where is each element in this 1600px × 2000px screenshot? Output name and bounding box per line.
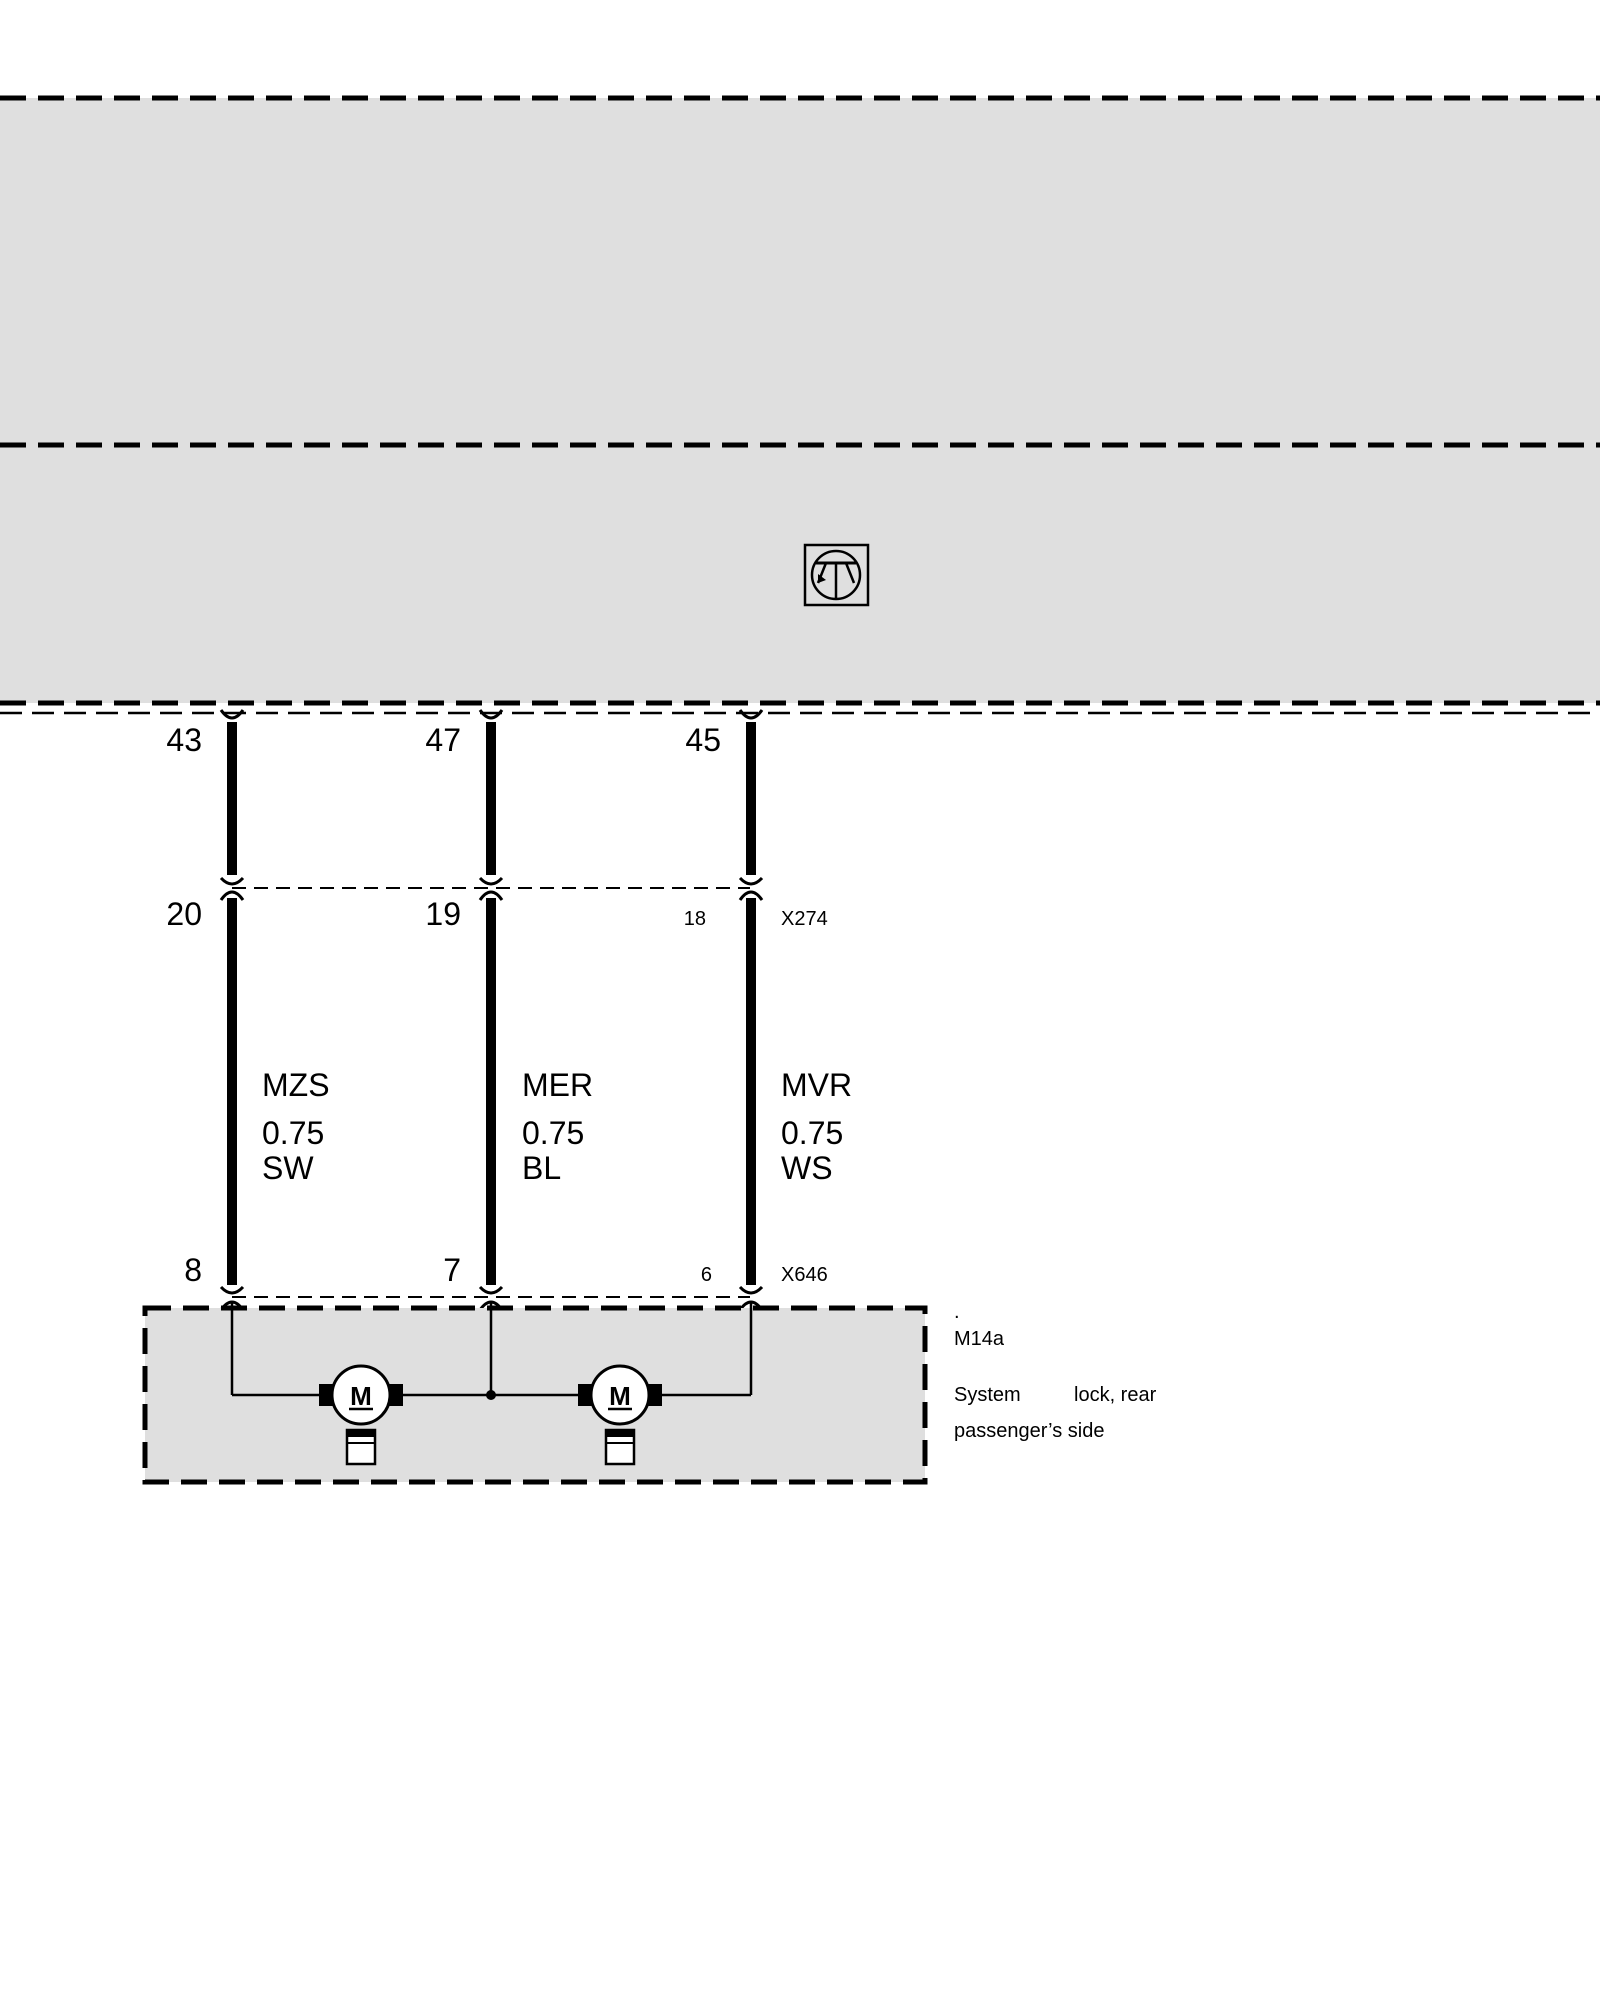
pin-top-mzs: 43 xyxy=(166,722,202,758)
connector-upper-label: X274 xyxy=(781,908,828,930)
wire-color-mzs: SW xyxy=(262,1150,314,1186)
component-id: M14a xyxy=(954,1328,1005,1350)
pin-mid-mzs: 20 xyxy=(166,896,202,932)
pin-bottom-mer: 7 xyxy=(443,1252,461,1288)
internal-wiring xyxy=(230,1302,753,1397)
junction-dot xyxy=(486,1390,496,1400)
wire-signal-mvr: MVR xyxy=(781,1067,852,1103)
component-desc-3: passenger’s side xyxy=(954,1420,1104,1442)
control-module-area xyxy=(0,98,1600,703)
wire-signal-mzs: MZS xyxy=(262,1067,330,1103)
connector-lower-label: X646 xyxy=(781,1264,828,1286)
pin-bottom-mvr: 6 xyxy=(701,1264,712,1286)
wire-size-mer: 0.75 xyxy=(522,1115,584,1151)
wire-color-mvr: WS xyxy=(781,1150,833,1186)
component-desc-1: System xyxy=(954,1384,1021,1406)
transistor-icon xyxy=(803,543,870,607)
motor-label: M xyxy=(609,1381,631,1411)
wire-signal-mer: MER xyxy=(522,1067,593,1103)
wire-size-mvr: 0.75 xyxy=(781,1115,843,1151)
component-desc-2: lock, rear xyxy=(1074,1384,1157,1406)
pin-top-mvr: 45 xyxy=(685,722,721,758)
motor-icon xyxy=(319,1364,403,1466)
pin-mid-mvr: 18 xyxy=(684,908,706,930)
pin-mid-mer: 19 xyxy=(425,896,461,932)
motor-label: M xyxy=(350,1381,372,1411)
pin-top-mer: 47 xyxy=(425,722,461,758)
component-dot: . xyxy=(954,1301,960,1323)
pin-bottom-mzs: 8 xyxy=(184,1252,202,1288)
wire-size-mzs: 0.75 xyxy=(262,1115,324,1151)
motor-icon xyxy=(578,1364,662,1466)
wire-color-mer: BL xyxy=(522,1150,561,1186)
